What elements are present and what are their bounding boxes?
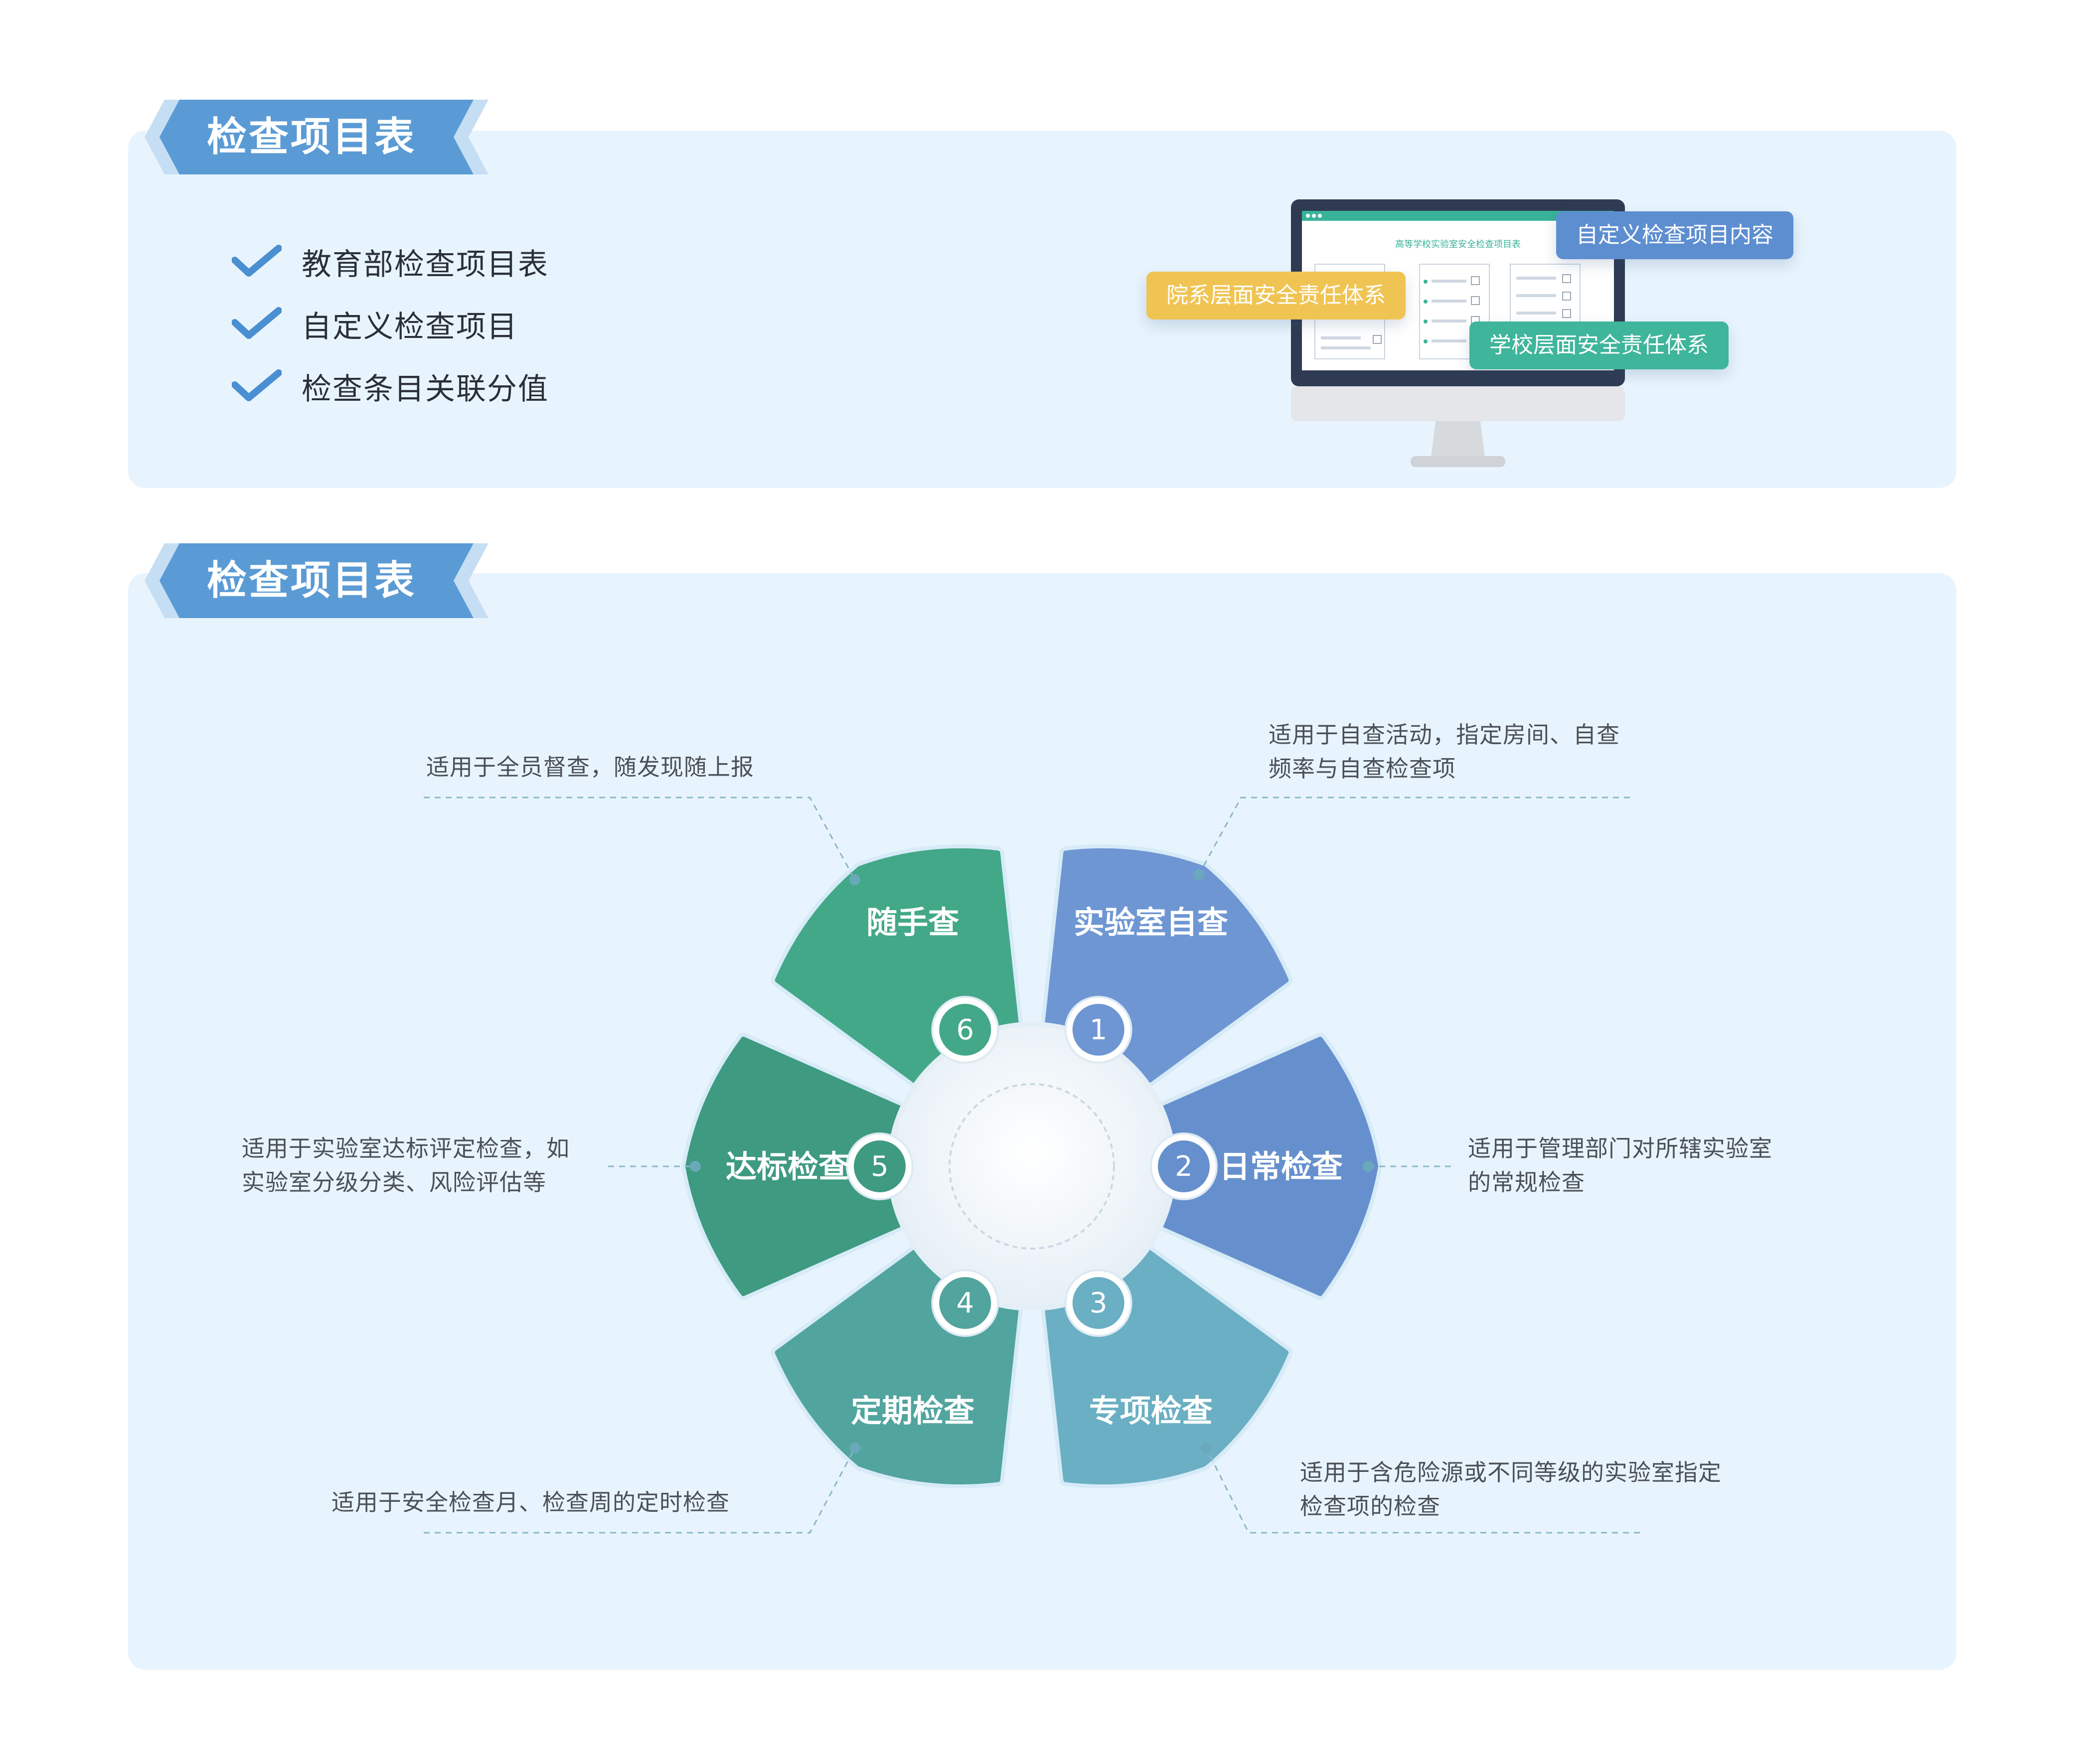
step-badge-6: 6 [931,995,999,1064]
screen-titlebar [1302,211,1614,221]
desc-line: 适用于实验室达标评定检查，如 [242,1135,570,1162]
desc-line: 检查项的检查 [1300,1493,1440,1520]
connector-line-1 [1198,797,1630,875]
center-hub [887,1022,1176,1311]
ribbon-shape [145,543,488,618]
petal-label-4: 定期检查 [851,1393,974,1429]
desc-line: 适用于含危险源或不同等级的实验室指定 [1300,1459,1722,1486]
tag-custom-content: 自定义检查项目内容 [1556,211,1793,259]
step-badge-4: 4 [931,1269,999,1337]
checklist-item-3: 检查条目关联分值 [232,364,549,409]
desc-item-2: 适用于管理部门对所辖实验室 的常规检查 [1468,1131,1772,1199]
desc-item-5: 适用于实验室达标评定检查，如 实验室分级分类、风险评估等 [242,1131,570,1199]
checklist-item-1: 教育部检查项目表 [232,239,549,284]
desc-line: 频率与自查检查项 [1269,755,1456,782]
step-number: 2 [1175,1150,1193,1183]
desc-item-1: 适用于自查活动，指定房间、自查 频率与自查检查项 [1269,718,1620,786]
checklist-label: 检查条目关联分值 [302,371,549,407]
petal-label-5: 达标检查 [726,1148,849,1185]
ribbon-shape [145,100,488,174]
screen-title: 高等学校实验室安全检查项目表 [1395,239,1521,250]
connector-lines [424,797,1640,1534]
desc-line: 适用于管理部门对所辖实验室 [1468,1135,1772,1162]
petal-label-1: 实验室自查 [1074,904,1228,941]
petal-label-2: 日常检查 [1219,1148,1343,1185]
connector-line-6 [424,797,856,880]
step-badge-2: 2 [1150,1132,1218,1200]
connector-line-4 [424,1447,856,1534]
checkmark-icon [232,369,282,401]
desc-line: 适用于全员督查，随发现随上报 [426,754,754,781]
tag-school-responsibility: 学校层面安全责任体系 [1469,321,1729,369]
step-badge-3: 3 [1064,1269,1132,1337]
checklist-label: 自定义检查项目 [302,309,518,344]
checkmark-icon [232,307,282,339]
petal-label-3: 专项检查 [1089,1393,1213,1429]
center-hub-inner-ring [949,1083,1115,1250]
desc-item-4: 适用于安全检查月、检查周的定时检查 [331,1485,730,1519]
section-1-title: 检查项目表 [207,114,416,160]
monitor-chin [1291,386,1625,421]
tag-department-responsibility: 院系层面安全责任体系 [1146,272,1406,320]
checklist-item-2: 自定义检查项目 [232,302,518,346]
step-number: 6 [956,1014,974,1046]
step-number: 5 [871,1150,889,1183]
section-2-title: 检查项目表 [207,557,416,604]
connector-line-3 [1205,1447,1640,1534]
section-1-panel [128,131,1956,488]
desc-line: 适用于安全检查月、检查周的定时检查 [331,1489,730,1516]
petal-label-6: 随手查 [866,904,959,941]
step-number: 1 [1090,1014,1108,1046]
connector-dots [690,869,1374,1453]
desc-item-3: 适用于含危险源或不同等级的实验室指定 检查项的检查 [1300,1455,1722,1523]
desc-line: 实验室分级分类、风险评估等 [242,1169,546,1196]
step-number: 3 [1090,1287,1108,1319]
monitor-neck [1431,421,1485,461]
desc-item-6: 适用于全员督查，随发现随上报 [426,750,754,784]
section-2-ribbon: 检查项目表 [145,543,488,618]
step-badge-5: 5 [846,1132,914,1200]
checkmark-icon [232,245,282,277]
monitor-base [1411,456,1505,467]
desc-line: 适用于自查活动，指定房间、自查 [1269,721,1620,748]
desc-line: 的常规检查 [1468,1169,1585,1196]
step-number: 4 [956,1287,974,1319]
checklist-label: 教育部检查项目表 [302,247,549,282]
step-badge-1: 1 [1064,995,1132,1064]
section-1-ribbon: 检查项目表 [145,100,488,174]
